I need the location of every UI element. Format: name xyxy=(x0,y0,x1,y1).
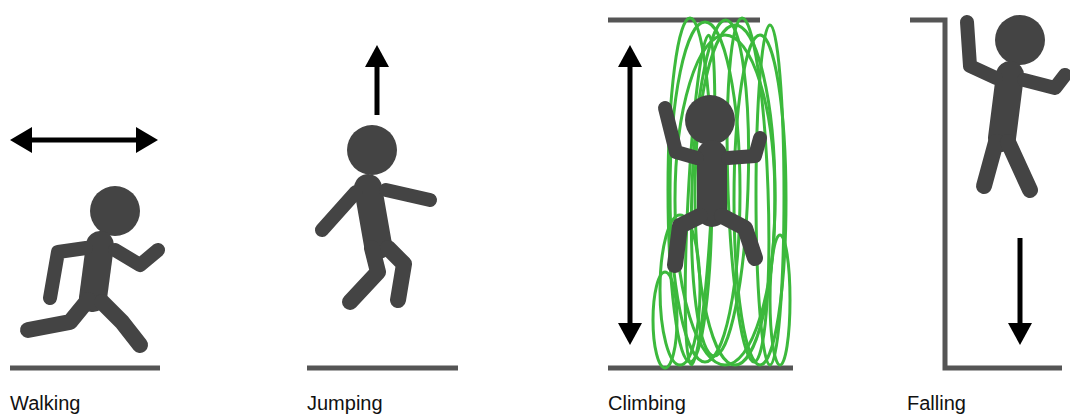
figure-arm xyxy=(386,190,430,200)
ground-line xyxy=(10,366,160,371)
vine-loop xyxy=(770,235,790,365)
figure-head xyxy=(685,95,735,145)
caption-label: Climbing xyxy=(608,392,686,414)
figure-leg xyxy=(102,302,140,345)
figure-arm xyxy=(1024,75,1065,88)
figure-arm xyxy=(665,108,697,158)
figure-leg xyxy=(675,216,700,265)
arrow-head xyxy=(10,127,32,153)
caption-label: Walking xyxy=(10,392,80,414)
figure-arm xyxy=(50,248,86,298)
figure-leg xyxy=(28,300,88,330)
figure-arm xyxy=(115,250,158,265)
vines xyxy=(653,17,790,368)
caption-label: Falling xyxy=(907,392,966,414)
figure-leg xyxy=(350,248,378,302)
figure-leg xyxy=(388,248,404,300)
ground-line xyxy=(608,366,793,371)
caption-label: Jumping xyxy=(307,392,383,414)
figure-head xyxy=(347,125,397,175)
figure-torso xyxy=(697,155,727,212)
arrow-head xyxy=(136,127,158,153)
motion-arrows xyxy=(10,45,1032,345)
figure-leg xyxy=(722,216,755,258)
jumping-figure xyxy=(322,125,430,302)
figure-arm xyxy=(967,22,996,78)
figure-leg xyxy=(1008,142,1030,190)
arrow-head xyxy=(618,323,642,345)
arrow-shaft xyxy=(1018,238,1023,326)
vine-loop xyxy=(675,35,775,365)
cliff-wall xyxy=(910,20,1062,368)
arrow-head xyxy=(1008,323,1032,345)
vine-loop xyxy=(660,215,700,365)
arrow-shaft xyxy=(375,64,380,115)
arrow-shaft xyxy=(28,138,140,143)
figure-torso xyxy=(1002,75,1010,138)
figure-arm xyxy=(322,192,356,230)
vine-loop xyxy=(653,272,677,368)
ground-line xyxy=(307,366,458,371)
arrow-shaft xyxy=(628,64,633,326)
figure-torso xyxy=(93,245,100,298)
arrow-head xyxy=(365,45,389,67)
figure-head xyxy=(90,186,140,236)
figure-head xyxy=(995,15,1045,65)
figure-arm xyxy=(728,138,760,158)
ground-lines xyxy=(10,20,1062,368)
figure-torso xyxy=(368,188,378,245)
climbing-figure xyxy=(665,95,760,265)
figure-leg xyxy=(984,142,996,186)
falling-figure xyxy=(967,15,1065,190)
walking-figure xyxy=(28,186,158,345)
vine-loop xyxy=(722,17,774,362)
arrow-head xyxy=(618,45,642,67)
